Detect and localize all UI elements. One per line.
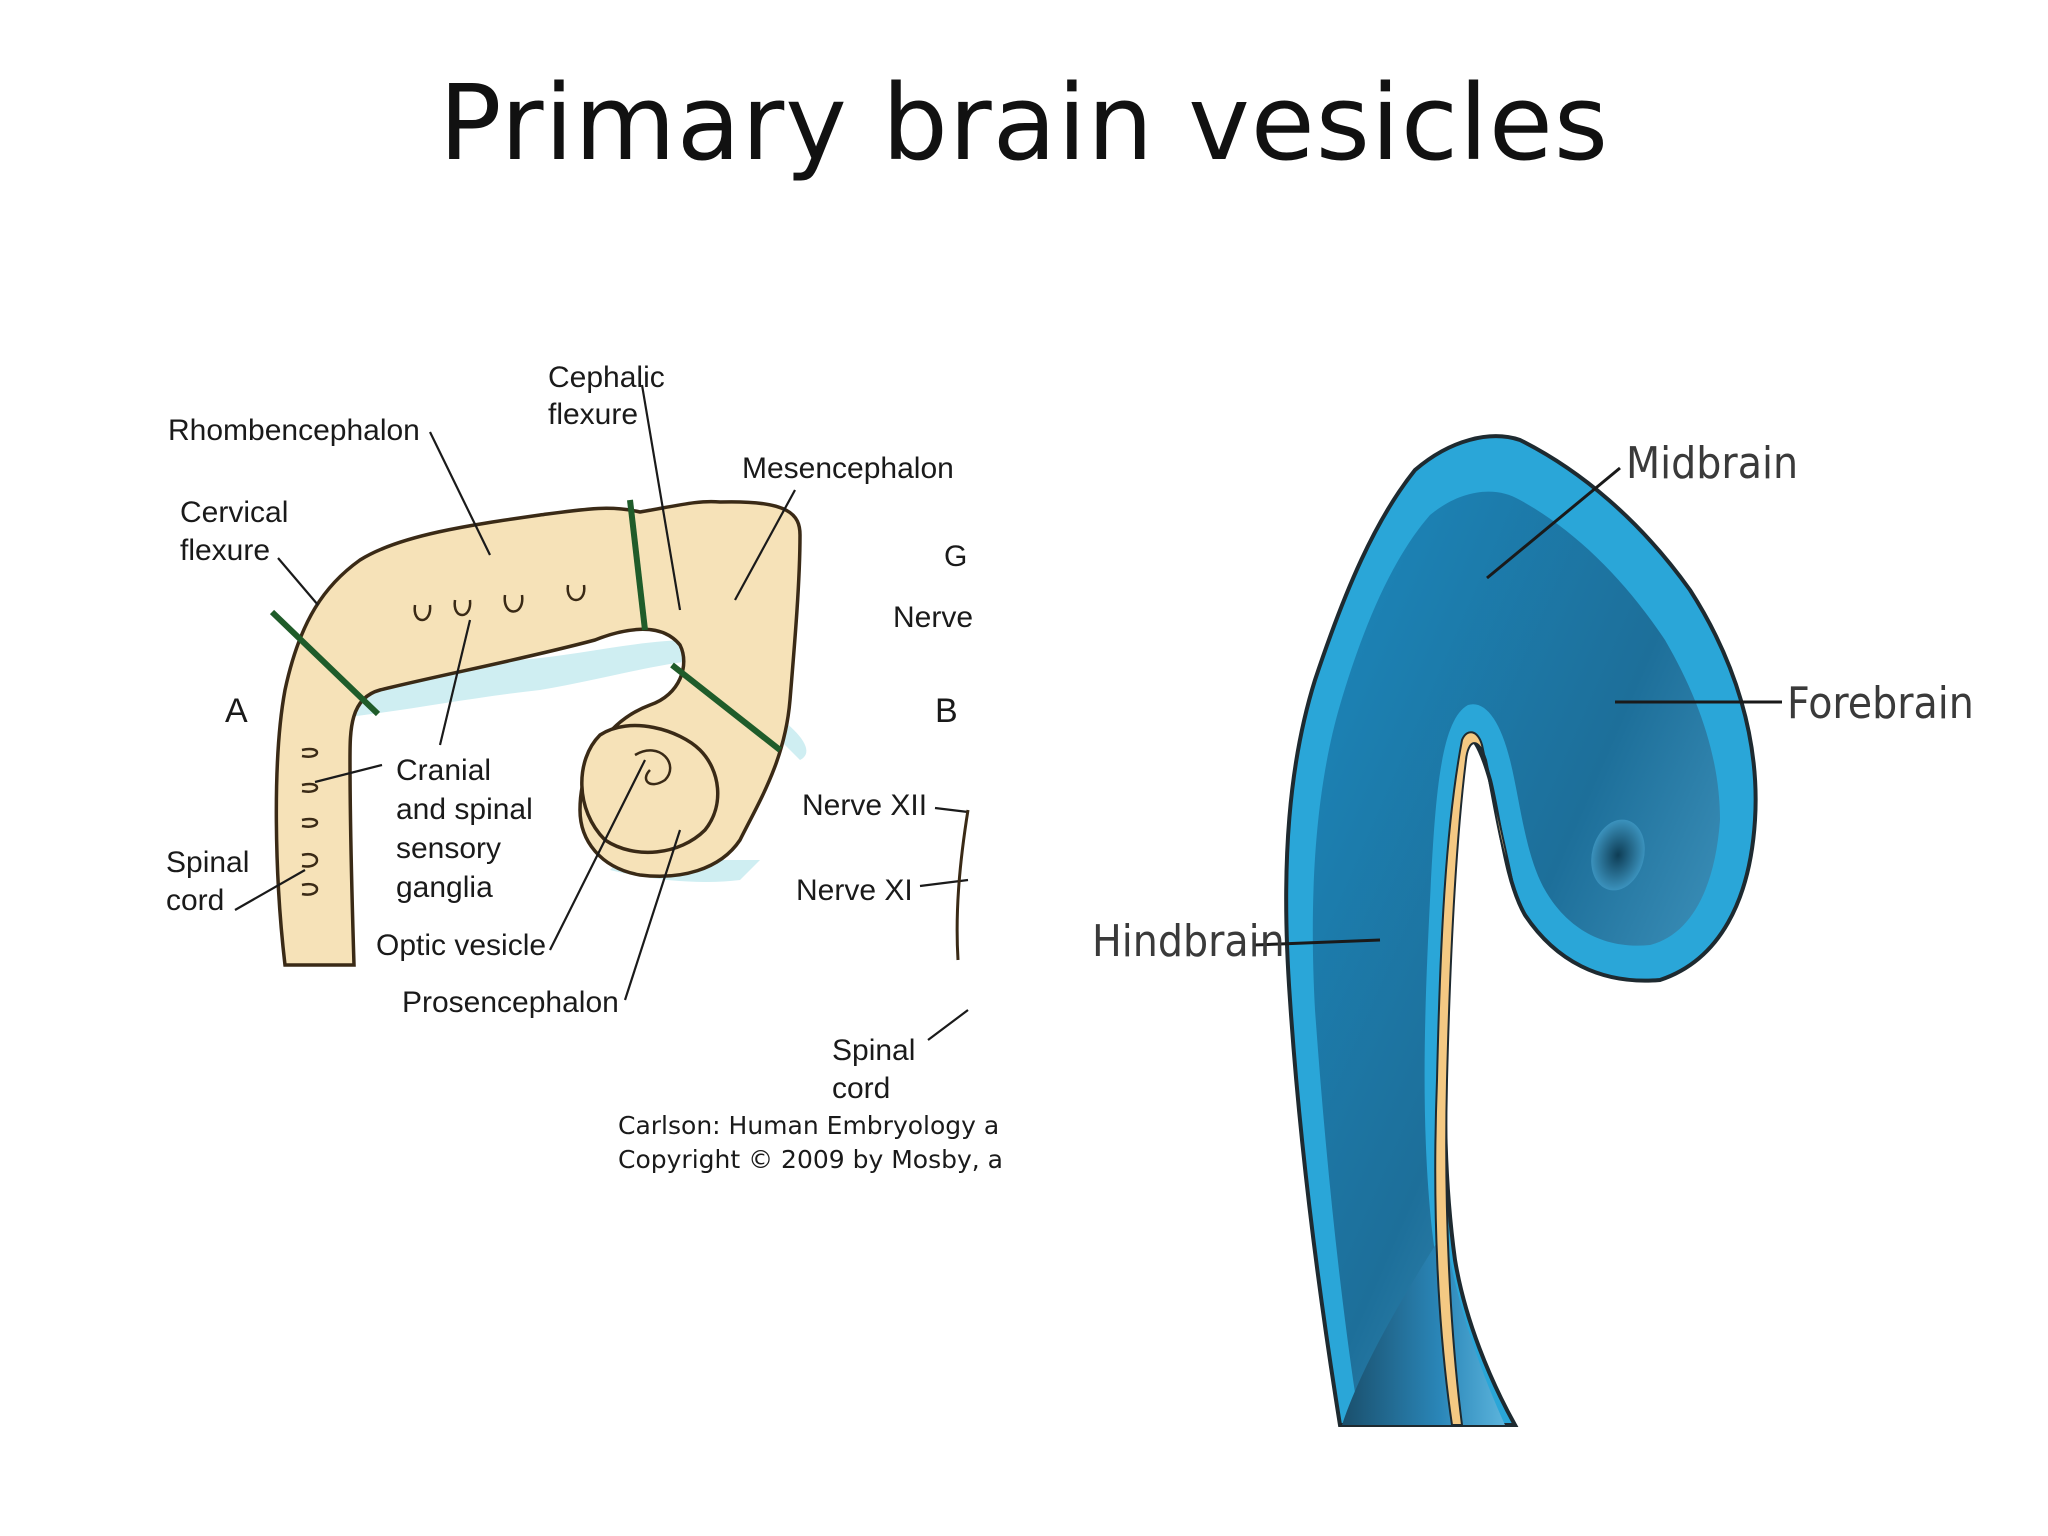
brain-vesicle-inner	[1312, 491, 1720, 1425]
label-b-spinal-2: cord	[832, 1072, 890, 1105]
label-mesencephalon: Mesencephalon	[742, 452, 954, 485]
label-cranial-3: sensory	[396, 832, 501, 865]
right-pointer-lines	[1253, 466, 1782, 947]
panel-b-cut-tube	[955, 809, 970, 961]
left-pointer-lines	[234, 384, 969, 1041]
left-embryo-figure: A B Rhombencephalon Cephalic flexure Mes…	[166, 361, 1003, 1174]
label-nerve-xii: Nerve XII	[802, 789, 927, 822]
label-cervical-2: flexure	[180, 534, 270, 567]
slide-title: Primary brain vesicles	[438, 62, 1610, 184]
label-spinal-1: Spinal	[166, 846, 249, 879]
label-prosencephalon: Prosencephalon	[402, 986, 619, 1019]
flexure-marks	[269, 499, 782, 753]
label-optic-vesicle: Optic vesicle	[376, 929, 546, 962]
credit-line-2: Copyright © 2009 by Mosby, a	[618, 1145, 1003, 1174]
cervical-flexure-mark	[269, 609, 381, 717]
label-cervical-1: Cervical	[180, 496, 288, 529]
mesencephalon-mark	[670, 662, 782, 753]
label-spinal-2: cord	[166, 884, 224, 917]
label-g-cut: G	[944, 540, 967, 573]
label-b-spinal-1: Spinal	[832, 1034, 915, 1067]
label-cranial-2: and spinal	[396, 793, 533, 826]
label-cephalic-1: Cephalic	[548, 361, 665, 394]
tissue-shadow	[285, 640, 700, 720]
label-nerve-xi: Nerve XI	[796, 874, 913, 907]
cephalic-flexure-mark	[627, 499, 648, 631]
label-nerve-cut: Nerve	[893, 601, 973, 634]
label-forebrain: Forebrain	[1787, 678, 1974, 729]
right-brain-figure: Midbrain Forebrain Hindbrain	[1092, 434, 1974, 1427]
label-rhombencephalon: Rhombencephalon	[168, 414, 420, 447]
credit-line-1: Carlson: Human Embryology a	[618, 1111, 999, 1140]
optic-vesicle-inner	[634, 749, 672, 786]
optic-spot	[1591, 819, 1645, 891]
panel-b-label: B	[935, 692, 958, 730]
panel-a-label: A	[225, 692, 248, 730]
label-cephalic-2: flexure	[548, 398, 638, 431]
label-midbrain: Midbrain	[1626, 438, 1798, 489]
neural-tube-body	[274, 499, 802, 967]
ganglia-marks	[301, 584, 586, 896]
label-cranial-1: Cranial	[396, 754, 491, 787]
neural-canal-lumen	[1434, 731, 1513, 1426]
brain-stem-shade	[1342, 1230, 1505, 1425]
label-hindbrain: Hindbrain	[1092, 916, 1285, 967]
label-cranial-4: ganglia	[396, 871, 493, 904]
